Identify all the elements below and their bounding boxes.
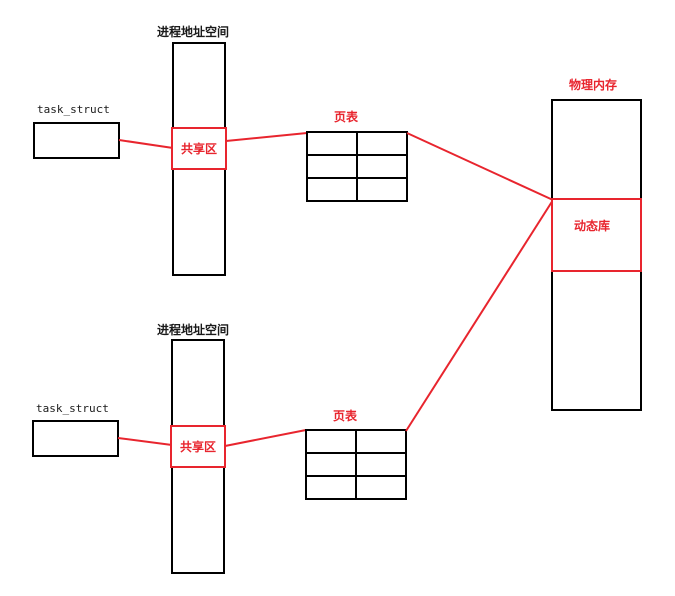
page-table-2 <box>305 429 407 500</box>
page-table-1-to-library-link <box>406 132 554 201</box>
task-struct-box-2 <box>32 420 119 457</box>
task-struct-label-2: task_struct <box>36 402 109 415</box>
page-table-2-to-library-link <box>405 199 554 432</box>
task-struct-label-1: task_struct <box>37 103 110 116</box>
task-to-shared-link-1 <box>118 139 174 149</box>
task-struct-box-1 <box>33 122 120 159</box>
address-space-label-2: 进程地址空间 <box>157 322 229 337</box>
page-table-label-2: 页表 <box>333 408 358 423</box>
dynamic-library-label: 动态库 <box>574 218 610 233</box>
shared-to-page-table-link-2 <box>224 429 307 447</box>
page-table-1 <box>306 131 408 202</box>
dynamic-library-region <box>551 198 642 272</box>
physical-memory-label: 物理内存 <box>569 77 617 92</box>
shared-region-label-1: 共享区 <box>181 141 217 156</box>
shared-region-2 <box>170 425 226 468</box>
task-to-shared-link-2 <box>117 437 173 446</box>
page-table-label-1: 页表 <box>334 109 359 124</box>
address-space-label-1: 进程地址空间 <box>157 24 229 39</box>
shared-region-label-2: 共享区 <box>180 439 216 454</box>
shared-region-1 <box>171 127 227 170</box>
shared-to-page-table-link-1 <box>225 132 308 142</box>
